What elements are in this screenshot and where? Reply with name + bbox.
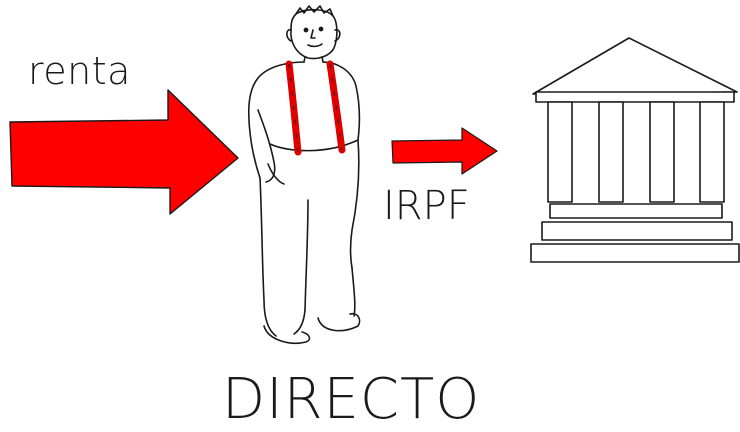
caption-label: DIRECTO <box>222 367 481 432</box>
income-arrow-icon <box>9 89 239 215</box>
person-figure-icon <box>247 5 361 344</box>
tax-label: IRPF <box>383 183 470 229</box>
income-label: renta <box>28 49 131 93</box>
suspenders-icon <box>285 60 346 156</box>
government-building-icon <box>530 37 740 263</box>
tax-arrow-icon <box>391 127 498 175</box>
